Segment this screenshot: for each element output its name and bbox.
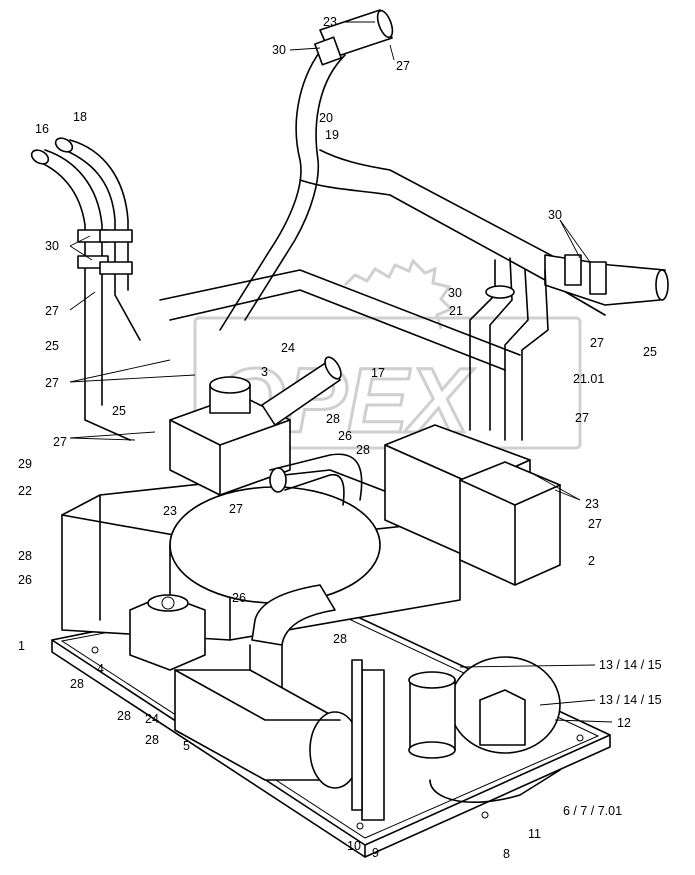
callout-12: 12 <box>617 716 631 730</box>
control-box-2 <box>384 424 561 586</box>
callout-8: 8 <box>503 847 510 861</box>
hose-21 <box>469 257 549 441</box>
valve-block-3 <box>169 376 291 496</box>
callout-30-right: 30 <box>548 208 562 222</box>
callout-21: 21 <box>449 304 463 318</box>
callout-26-left: 26 <box>18 573 32 587</box>
callout-25-mid: 25 <box>112 404 126 418</box>
callout-labels: 23 30 27 20 19 16 18 30 27 25 27 25 24 3… <box>18 15 662 861</box>
callout-4: 4 <box>97 662 104 676</box>
callout-27-top: 27 <box>396 59 410 73</box>
callout-30-left: 30 <box>45 239 59 253</box>
hose-24 <box>261 356 342 426</box>
callout-27-right-2: 27 <box>575 411 589 425</box>
callout-17: 17 <box>371 366 385 380</box>
callout-19: 19 <box>325 128 339 142</box>
callout-24-low: 24 <box>145 712 159 726</box>
leader-lines <box>69 21 613 723</box>
callout-28-b: 28 <box>117 709 131 723</box>
callout-26-low: 26 <box>232 591 246 605</box>
callout-27-right-3: 27 <box>588 517 602 531</box>
callout-24-top: 24 <box>281 341 295 355</box>
callout-30-top: 30 <box>272 43 286 57</box>
callout-3: 3 <box>261 365 268 379</box>
callout-25-left: 25 <box>45 339 59 353</box>
callout-27-left-2: 27 <box>45 376 59 390</box>
callout-29: 29 <box>18 457 32 471</box>
bracket-9-10 <box>351 659 385 821</box>
callout-1: 1 <box>18 639 25 653</box>
callout-26-mid: 26 <box>338 429 352 443</box>
callout-9: 9 <box>372 846 379 860</box>
pump-4 <box>129 594 206 671</box>
callout-22: 22 <box>18 484 32 498</box>
callout-20: 20 <box>319 111 333 125</box>
callout-28-mid-2: 28 <box>356 443 370 457</box>
callout-13-14-15-b: 13 / 14 / 15 <box>599 693 662 707</box>
callout-23-right: 23 <box>585 497 599 511</box>
callout-27-mid: 27 <box>229 502 243 516</box>
callout-27-right-1: 27 <box>590 336 604 350</box>
callout-28-c: 28 <box>145 733 159 747</box>
hose-19-20 <box>159 44 621 371</box>
callout-18: 18 <box>73 110 87 124</box>
hose-16-18 <box>30 137 141 441</box>
callout-23-top: 23 <box>323 15 337 29</box>
filter-6 <box>408 671 561 803</box>
callout-23-mid: 23 <box>163 504 177 518</box>
callout-30-right-2: 30 <box>448 286 462 300</box>
callout-10: 10 <box>347 839 361 853</box>
callout-28-left: 28 <box>18 549 32 563</box>
hose-26 <box>269 453 363 506</box>
callout-2: 2 <box>588 554 595 568</box>
callout-5: 5 <box>183 739 190 753</box>
callout-27-left-3: 27 <box>53 435 67 449</box>
callout-21-01: 21.01 <box>573 372 604 386</box>
callout-16: 16 <box>35 122 49 136</box>
callout-13-14-15-a: 13 / 14 / 15 <box>599 658 662 672</box>
callout-11: 11 <box>528 827 541 841</box>
burner-5 <box>174 669 361 789</box>
callout-25-right: 25 <box>643 345 657 359</box>
blower-12 <box>449 656 561 754</box>
callout-27-left-1: 27 <box>45 304 59 318</box>
hose-end-right <box>544 254 669 306</box>
callout-28-mid: 28 <box>326 412 340 426</box>
callout-28-low: 28 <box>333 632 347 646</box>
callout-28-a: 28 <box>70 677 84 691</box>
callout-6-7-7-01: 6 / 7 / 7.01 <box>563 804 622 818</box>
